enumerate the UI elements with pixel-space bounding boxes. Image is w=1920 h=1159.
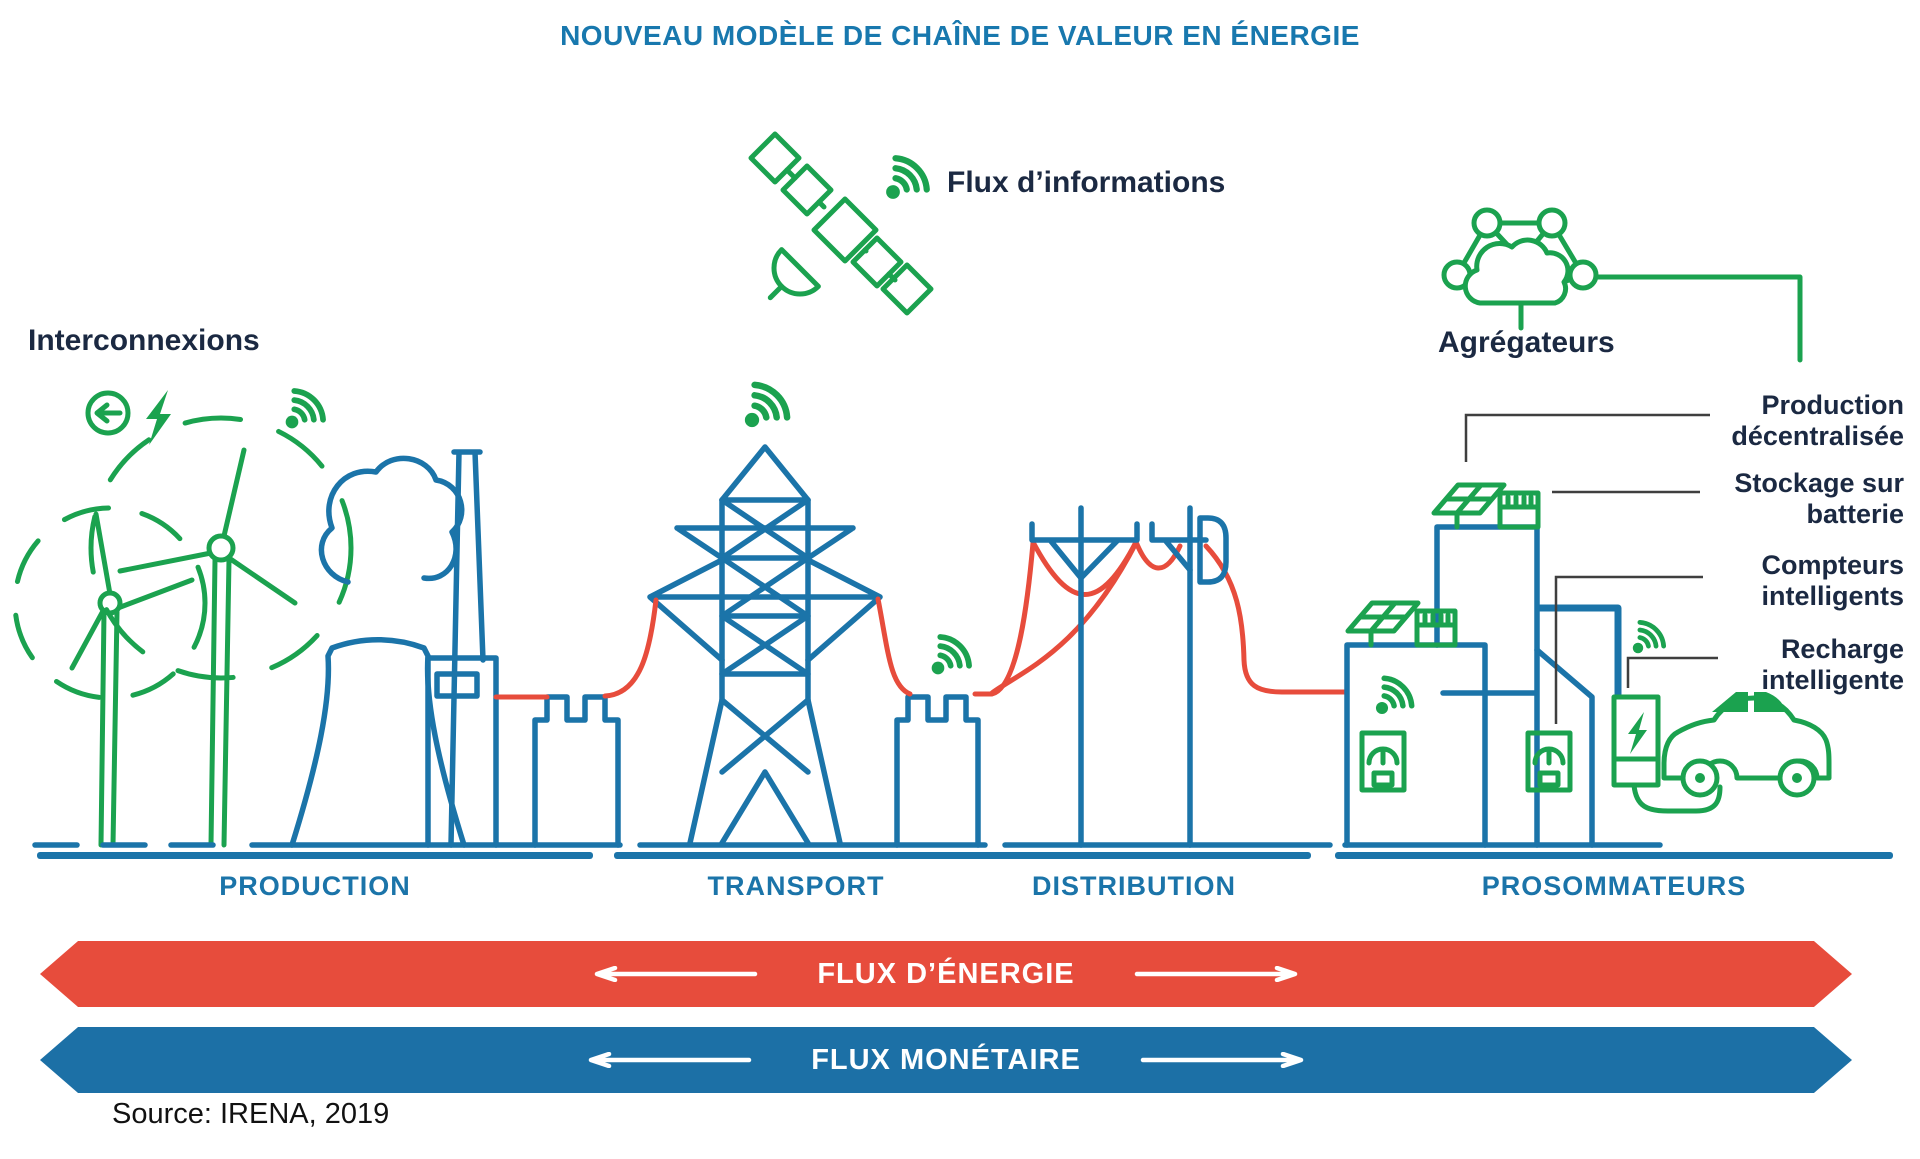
page-title: NOUVEAU MODÈLE DE CHAÎNE DE VALEUR EN ÉN… (560, 20, 1360, 51)
wind-turbine-icon (88, 415, 354, 848)
source-credit: Source: IRENA, 2019 (112, 1098, 390, 1130)
information-flow-label: Flux d’informations (947, 166, 1226, 199)
section-label-prosumers: PROSOMMATEURS (1481, 871, 1747, 901)
monetary-flow-banner-label: FLUX MONÉTAIRE (811, 1043, 1081, 1076)
arrow-right-icon (1140, 1052, 1304, 1068)
section-bars (37, 852, 1893, 859)
power-plant-icon (289, 449, 499, 848)
arrow-right-icon (1134, 966, 1297, 982)
distribution-pole-icon (1149, 505, 1229, 848)
substation-icon (532, 694, 621, 848)
lightning-icon (146, 390, 171, 445)
solar-panel-icon (1434, 485, 1504, 527)
monetary-flow-banner: FLUX MONÉTAIRE (40, 1027, 1852, 1093)
decentralized-production-label: Production décentralisée (1731, 390, 1904, 451)
distribution-pole-icon (1029, 505, 1140, 848)
wifi-signal-icon (886, 158, 927, 199)
transmission-tower-icon (647, 444, 883, 846)
label-pointer-lines (1464, 413, 1718, 724)
pole-transformer (1197, 515, 1229, 585)
prosumer-buildings (1344, 524, 1622, 848)
wifi-signal-icon (932, 637, 969, 674)
interconnections-label: Interconnexions (28, 324, 260, 357)
section-label-distribution: DISTRIBUTION (1032, 871, 1236, 901)
satellite-dish (767, 247, 821, 301)
wifi-signal-icon (286, 391, 323, 428)
satellite-icon (748, 131, 934, 316)
arrow-left-icon (588, 1052, 752, 1068)
electric-car-icon (1661, 692, 1832, 798)
section-label-production: PRODUCTION (219, 871, 411, 901)
arrow-left-icon (595, 966, 758, 982)
energy-flow-banner-label: FLUX D’ÉNERGIE (817, 957, 1075, 990)
wifi-signal-icon (745, 385, 787, 427)
energy-flow-banner: FLUX D’ÉNERGIE (40, 941, 1852, 1007)
wifi-signal-icon (1376, 678, 1412, 714)
interconnection-arrow-icon (85, 390, 131, 436)
smart-charging-label: Recharge intelligente (1761, 634, 1904, 695)
wifi-signal-icon (1633, 622, 1664, 653)
solar-panel-icon (1348, 603, 1418, 645)
substation-icon (894, 694, 981, 848)
section-label-transport: TRANSPORT (707, 871, 885, 901)
power-line-wires (493, 539, 1348, 700)
smart-meters-label: Compteurs intelligents (1761, 550, 1904, 611)
aggregators-label: Agrégateurs (1438, 326, 1615, 359)
aggregator-cloud-network-icon (1441, 207, 1803, 363)
ev-charging-station-icon (1611, 694, 1723, 814)
smart-meter-icon (1362, 733, 1404, 790)
battery-storage-label: Stockage sur batterie (1734, 468, 1904, 529)
rooftop-battery-icon (1500, 493, 1538, 527)
